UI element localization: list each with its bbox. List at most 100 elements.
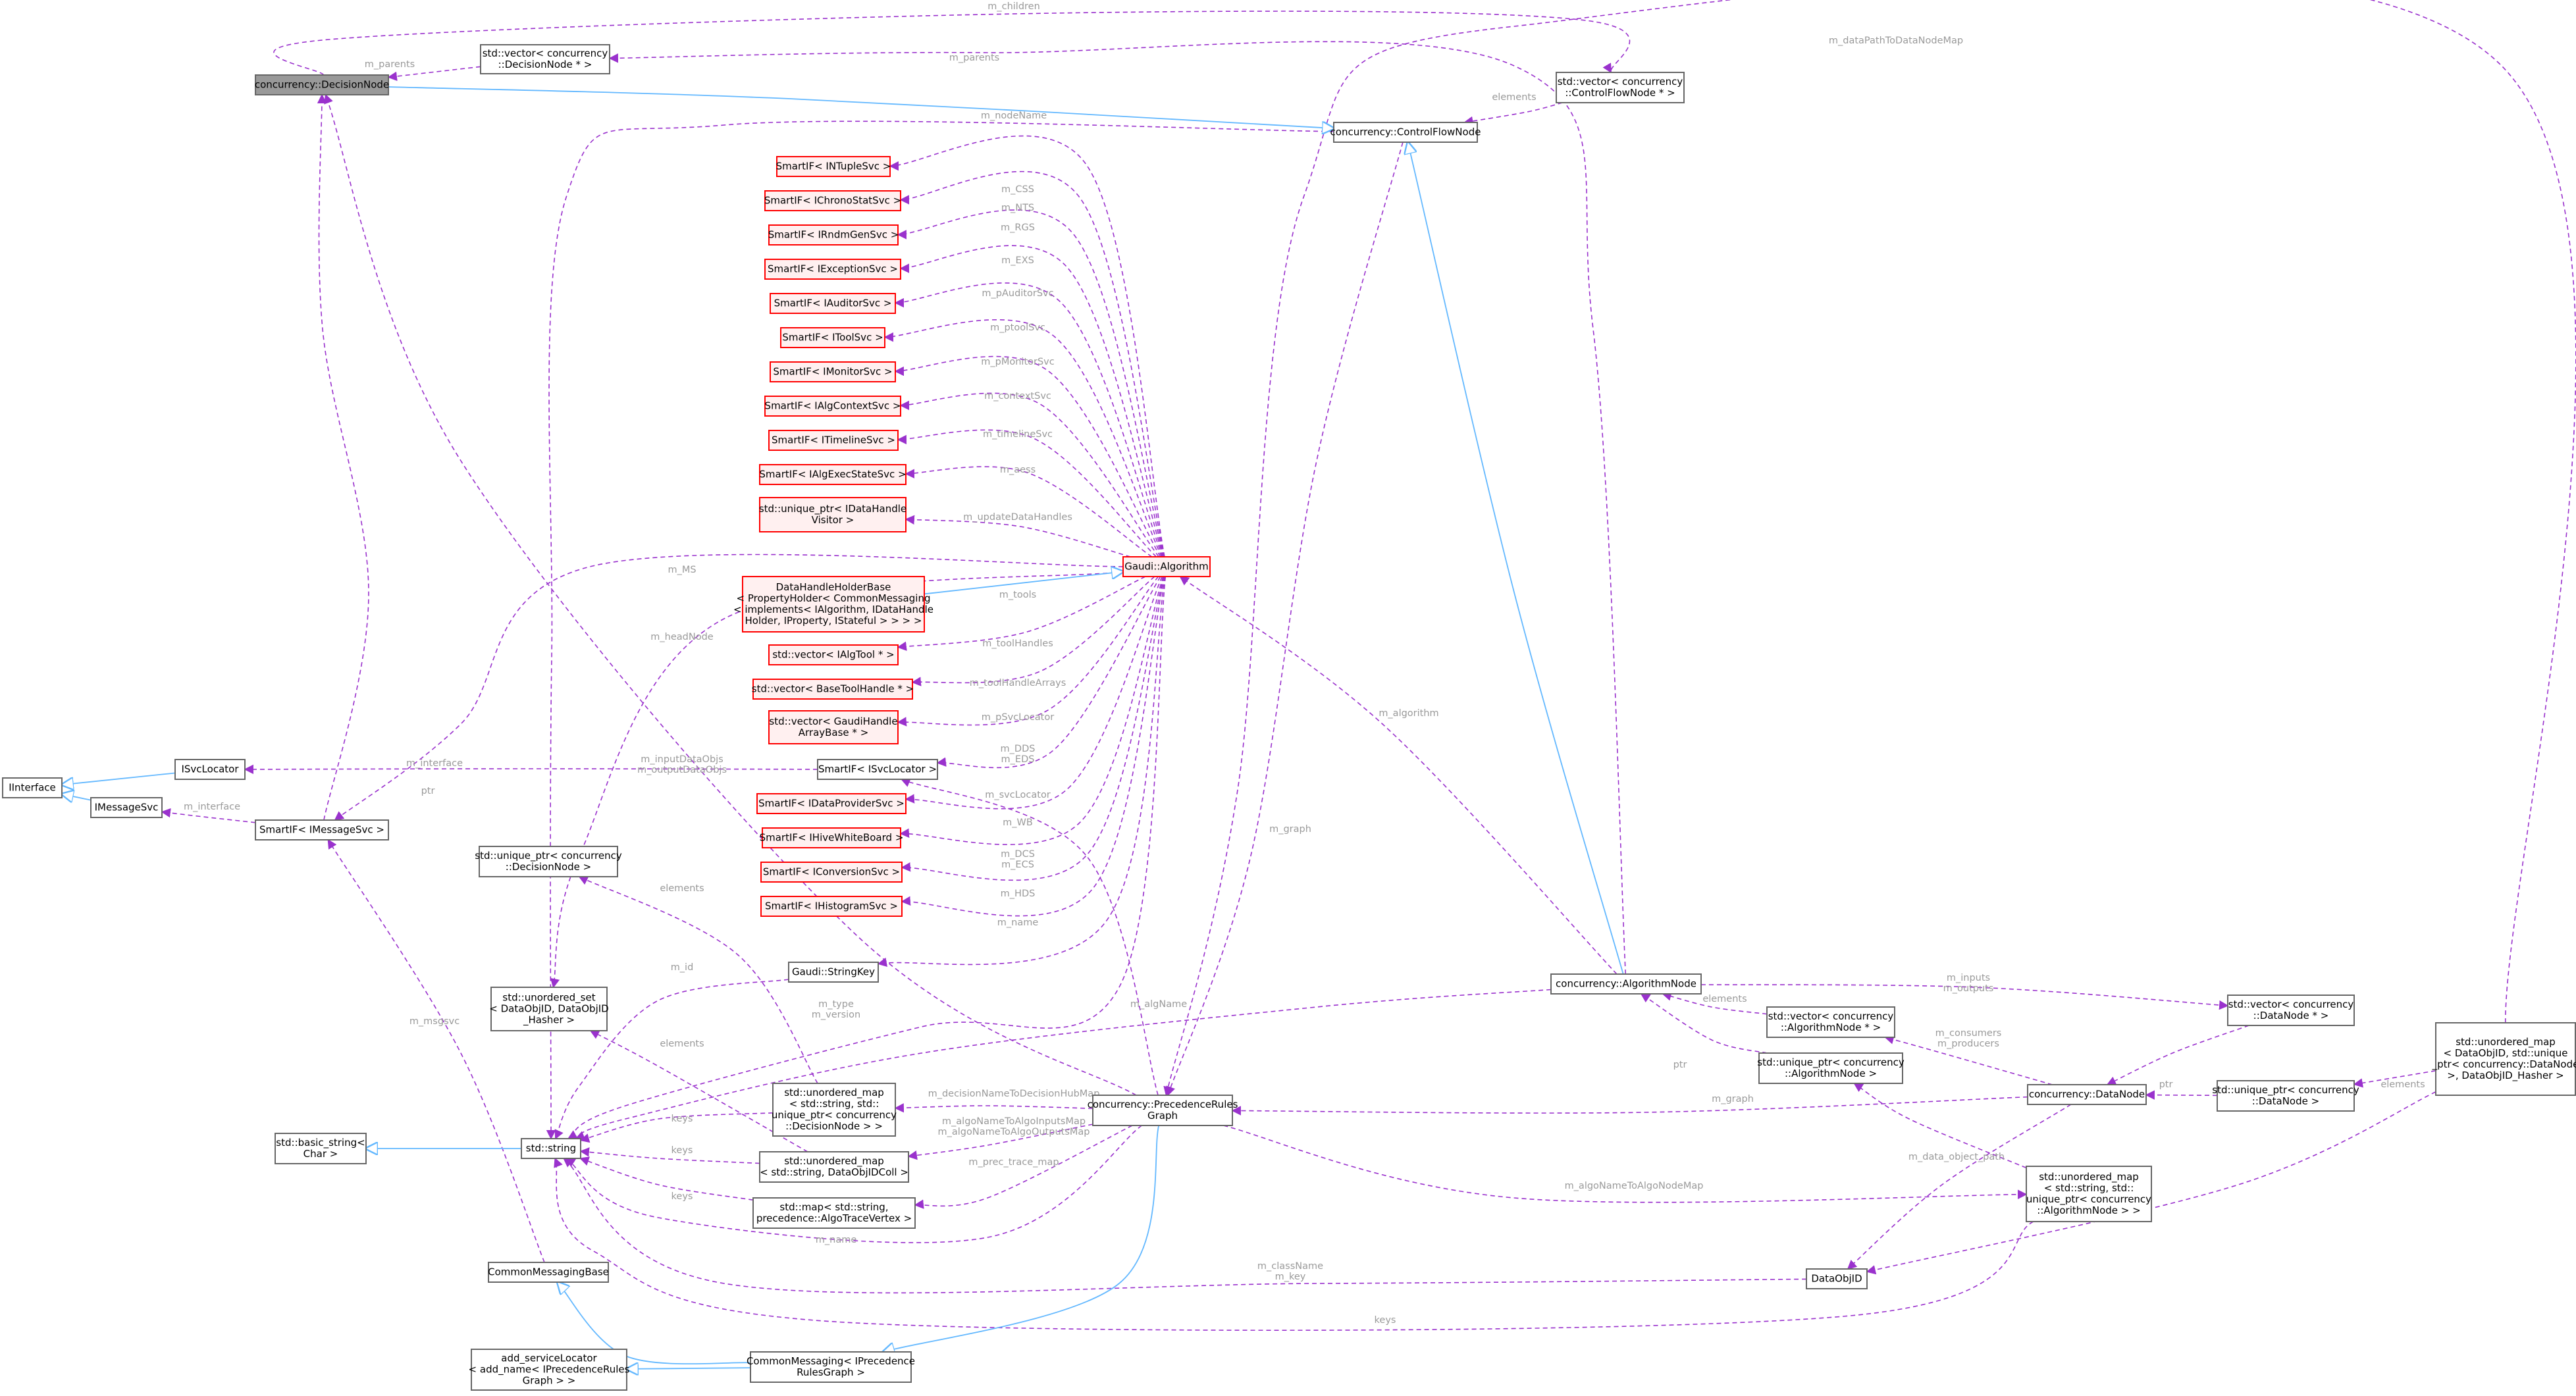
node-label: std::vector< concurrency — [483, 47, 608, 59]
node-isvclocator[interactable]: ISvcLocator — [174, 759, 246, 780]
node-iinterface[interactable]: IInterface — [2, 777, 63, 798]
usage-edge-umap_dataobjid-to-precedencerulesgraph — [1163, 0, 2576, 1097]
node-label: SmartIF< IConversionSvc > — [763, 866, 900, 878]
node-imessagesvc[interactable]: IMessageSvc — [90, 797, 163, 818]
node-label: std::vector< concurrency — [1768, 1010, 1894, 1022]
node-gaudi_algorithm[interactable]: Gaudi::Algorithm — [1122, 556, 1211, 577]
node-sp_auditor[interactable]: SmartIF< IAuditorSvc > — [770, 293, 896, 314]
node-sp_timeline[interactable]: SmartIF< ITimelineSvc > — [768, 430, 899, 451]
node-sp_rndm[interactable]: SmartIF< IRndmGenSvc > — [768, 224, 899, 246]
usage-edge-precedencerulesgraph-to-umap_dataobjidcoll — [907, 1124, 1093, 1160]
node-sp_algcontext[interactable]: SmartIF< IAlgContextSvc > — [764, 396, 901, 417]
usage-edge-gaudi_algorithm-to-sp_messagesvc — [334, 554, 1124, 821]
node-sp_messagesvc[interactable]: SmartIF< IMessageSvc > — [255, 819, 389, 840]
node-uptr_algnode[interactable]: std::unique_ptr< concurrency::AlgorithmN… — [1757, 1052, 1905, 1084]
node-umap_dataobjidcoll[interactable]: std::unordered_map< std::string, DataObj… — [759, 1151, 909, 1183]
node-sp_hivewb[interactable]: SmartIF< IHiveWhiteBoard > — [760, 827, 904, 848]
edge-label: m_pSvcLocator — [982, 712, 1054, 723]
node-box — [762, 827, 901, 848]
node-box — [742, 576, 925, 633]
usage-edge-gaudi_algorithm-to-vec_algtool — [897, 576, 1146, 651]
node-commonmessagingbase[interactable]: CommonMessagingBase — [488, 1262, 609, 1283]
node-box — [1092, 1095, 1233, 1126]
node-box — [759, 497, 907, 532]
node-box — [1550, 973, 1702, 995]
node-vec_algtool[interactable]: std::vector< IAlgTool * > — [768, 644, 899, 665]
node-sp_algexec[interactable]: SmartIF< IAlgExecStateSvc > — [759, 464, 907, 485]
edge-label: m_aess — [1000, 465, 1036, 475]
node-sp_dataprovider[interactable]: SmartIF< IDataProviderSvc > — [756, 793, 907, 814]
node-vec_decisionnode[interactable]: std::vector< concurrency::DecisionNode *… — [480, 44, 610, 74]
usage-edge-sp_messagesvc-to-imessagesvc — [161, 808, 256, 823]
usage-edge-map_algotrace-to-std_string — [579, 1156, 754, 1201]
node-map_algotrace[interactable]: std::map< std::string,precedence::AlgoTr… — [752, 1197, 916, 1229]
edge-label: m_interface — [406, 758, 463, 769]
node-add_servicelocator[interactable]: add_serviceLocator< add_name< IPrecedenc… — [469, 1349, 630, 1391]
edges-layer — [62, 0, 2576, 1369]
usage-edge-vec_cfnode-to-controlflownode — [1463, 102, 1563, 126]
node-sp_ntuple[interactable]: SmartIF< INTupleSvc > — [776, 156, 891, 177]
node-datanode[interactable]: concurrency::DataNode — [2027, 1084, 2147, 1105]
node-label: < std::string, DataObjIDColl > — [760, 1166, 908, 1178]
node-umap_dataobjid[interactable]: std::unordered_map< DataObjID, std::uniq… — [2432, 1022, 2576, 1096]
edge-label: m_CSS — [1001, 184, 1034, 195]
node-umap_algnode[interactable]: std::unordered_map< std::string, std::un… — [2026, 1166, 2152, 1222]
node-sp_conversion[interactable]: SmartIF< IConversionSvc > — [760, 862, 903, 883]
node-box — [2435, 1022, 2576, 1096]
node-decisionnode[interactable]: concurrency::DecisionNode — [255, 74, 389, 95]
node-label: SmartIF< IMonitorSvc > — [773, 366, 892, 378]
node-vec_cfnode[interactable]: std::vector< concurrency::ControlFlowNod… — [1556, 72, 1685, 103]
node-label: std::vector< BaseToolHandle * > — [752, 683, 914, 695]
node-label: Holder, IProperty, IStateful > > > > — [745, 615, 922, 627]
inheritance-edge-precedencerulesgraph-to-commonmessaging_prg — [883, 1125, 1160, 1352]
usage-edge-gaudi_algorithm-to-uset_dataobjid — [550, 571, 1124, 989]
node-umap_decisionnode[interactable]: std::unordered_map< std::string, std::un… — [772, 1083, 897, 1137]
node-box — [760, 896, 903, 917]
node-basic_string[interactable]: std::basic_string<Char > — [275, 1133, 367, 1164]
node-controlflownode[interactable]: concurrency::ControlFlowNode — [1330, 122, 1481, 143]
node-dataobjid[interactable]: DataObjID — [1806, 1268, 1868, 1289]
node-sp_histogram[interactable]: SmartIF< IHistogramSvc > — [760, 896, 903, 917]
node-vec_basetoolhandle[interactable]: std::vector< BaseToolHandle * > — [752, 679, 914, 700]
node-sp_exception[interactable]: SmartIF< IExceptionSvc > — [764, 259, 901, 280]
node-box — [1766, 1006, 1895, 1038]
node-label: SmartIF< IHiveWhiteBoard > — [760, 832, 904, 844]
node-label: SmartIF< IHistogramSvc > — [765, 900, 898, 912]
edge-label: m_svcLocator — [985, 790, 1051, 800]
node-sp_monitor[interactable]: SmartIF< IMonitorSvc > — [770, 361, 896, 382]
edge-label: m_graph — [1712, 1094, 1754, 1104]
node-label: IMessageSvc — [95, 802, 159, 814]
usage-edge-sp_messagesvc-to-decisionnode — [317, 93, 369, 821]
node-box — [2217, 1080, 2355, 1112]
node-vec_algnode[interactable]: std::vector< concurrency::AlgorithmNode … — [1766, 1006, 1895, 1038]
node-label: CommonMessagingBase — [488, 1266, 609, 1278]
node-box — [1333, 122, 1478, 143]
node-uptr_decisionnode[interactable]: std::unique_ptr< concurrency::DecisionNo… — [475, 846, 622, 877]
node-label: std::unique_ptr< concurrency — [475, 850, 622, 862]
node-uset_dataobjid[interactable]: std::unordered_set< DataObjID, DataObjID… — [489, 987, 609, 1031]
node-algorithmnode[interactable]: concurrency::AlgorithmNode — [1550, 973, 1702, 995]
node-box — [776, 156, 891, 177]
node-sp_svclocator[interactable]: SmartIF< ISvcLocator > — [817, 759, 938, 780]
usage-edge-precedencerulesgraph-to-umap_algnode — [1223, 1125, 2028, 1203]
node-datahandleholder[interactable]: DataHandleHolderBase< PropertyHolder< Co… — [733, 576, 933, 633]
node-stringkey[interactable]: Gaudi::StringKey — [788, 962, 879, 983]
edge-label: m_interface — [184, 802, 240, 812]
node-uptr_datanode[interactable]: std::unique_ptr< concurrency::DataNode > — [2212, 1080, 2359, 1112]
node-vec_datanode[interactable]: std::vector< concurrency::DataNode * > — [2227, 995, 2355, 1026]
node-box — [760, 862, 903, 883]
edge-labels-layer: m_childrenm_parentsm_parentselementsm_da… — [184, 1, 2425, 1326]
node-label: IInterface — [9, 782, 56, 794]
node-sp_tool[interactable]: SmartIF< IToolSvc > — [780, 327, 885, 348]
edge-label: ptr — [1673, 1060, 1687, 1070]
node-std_string[interactable]: std::string — [521, 1138, 581, 1159]
node-label: _ptr< concurrency::DataNode — [2432, 1058, 2576, 1071]
node-sp_chrono[interactable]: SmartIF< IChronoStatSvc > — [764, 190, 901, 211]
node-label: concurrency::PrecedenceRules — [1088, 1099, 1238, 1110]
